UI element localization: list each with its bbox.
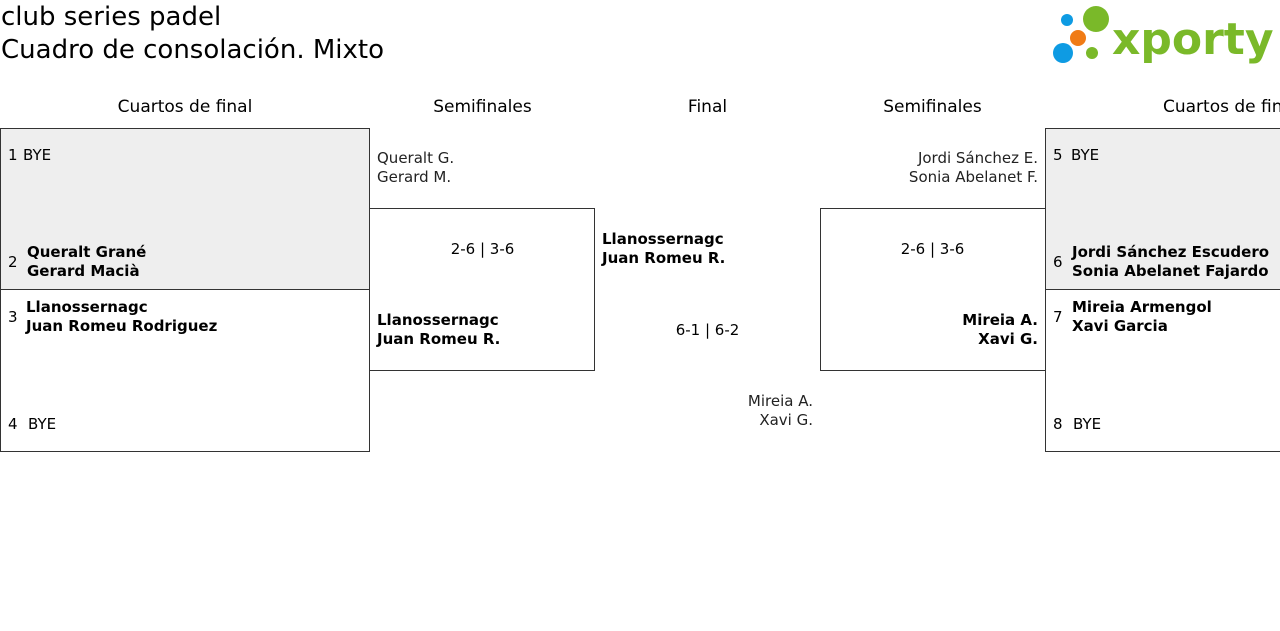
team-player-1: Jordi Sánchez Escudero [1072, 243, 1270, 261]
team-player-2: Juan Romeu R. [377, 330, 501, 348]
team-player-2: Xavi G. [759, 411, 813, 429]
team-name: BYE [1073, 415, 1102, 433]
qf-left-match-1[interactable] [0, 128, 370, 290]
sf-left-score: 2-6 | 3-6 [450, 240, 515, 258]
team-player-2: Juan Romeu R. [602, 249, 726, 267]
seed-number: 6 [1053, 253, 1063, 271]
seed-number: 1 [8, 146, 18, 164]
logo-wordmark: xporty [1112, 14, 1274, 65]
team-player-2: Xavi G. [978, 330, 1038, 348]
club-title: club series padel [1, 2, 222, 32]
team-player-1: Llanossernagc [26, 298, 148, 316]
logo-dot-orange [1070, 30, 1086, 46]
team-player-2: Juan Romeu Rodriguez [26, 317, 218, 335]
team-player-2: Gerard M. [377, 168, 452, 186]
sf-left-top-team: Queralt G. Gerard M. [377, 149, 454, 187]
logo-dot-green-small [1086, 47, 1098, 59]
team-player-1: Mireia A. [747, 392, 813, 410]
seed-number: 8 [1053, 415, 1063, 433]
team-player-1: Llanossernagc [377, 311, 499, 329]
column-header-final: Final [687, 97, 728, 117]
final-top-team: Llanossernagc Juan Romeu R. [602, 230, 725, 268]
team-player-1: Queralt G. [377, 149, 455, 167]
logo-dot-blue-small [1061, 14, 1073, 26]
seed-number: 7 [1053, 308, 1063, 326]
sf-left-bottom-team: Llanossernagc Juan Romeu R. [377, 311, 500, 349]
team-player-1: Queralt Grané [27, 243, 147, 261]
logo-dot-blue [1053, 43, 1073, 63]
column-header-sf-left: Semifinales [433, 97, 532, 117]
seed-number: 4 [8, 415, 18, 433]
xporty-logo: xporty [1053, 6, 1274, 65]
team-player-1: Mireia Armengol [1072, 298, 1212, 316]
team-name: BYE [1071, 146, 1100, 164]
qf-right-match-2[interactable] [1045, 289, 1280, 452]
final-bottom-team: Mireia A. Xavi G. [600, 392, 813, 430]
logo-dot-green-large [1083, 6, 1109, 32]
team-player-2: Sonia Abelanet Fajardo [1072, 262, 1269, 280]
team-name: BYE [23, 146, 52, 164]
team-player-2: Sonia Abelanet F. [908, 168, 1038, 186]
sf-left-match[interactable] [369, 208, 595, 371]
team-player-2: Xavi Garcia [1072, 317, 1168, 335]
final-score: 6-1 | 6-2 [675, 321, 740, 339]
team-name: BYE [28, 415, 57, 433]
column-header-qf-right: Cuartos de final [1163, 97, 1280, 117]
team-player-2: Gerard Macià [27, 262, 140, 280]
team-player-1: Mireia A. [962, 311, 1038, 329]
seed-number: 3 [8, 308, 18, 326]
draw-title: Cuadro de consolación. Mixto [1, 35, 384, 65]
seed-number: 2 [8, 253, 18, 271]
column-header-sf-right: Semifinales [883, 97, 982, 117]
qf-right-match-1[interactable] [1045, 128, 1280, 290]
sf-right-top-team: Jordi Sánchez E. Sonia Abelanet F. [826, 149, 1038, 187]
seed-number: 5 [1053, 146, 1063, 164]
team-player-1: Jordi Sánchez E. [917, 149, 1038, 167]
column-header-qf-left: Cuartos de final [117, 97, 253, 117]
sf-right-score: 2-6 | 3-6 [900, 240, 965, 258]
sf-right-bottom-team: Mireia A. Xavi G. [826, 311, 1038, 349]
team-player-1: Llanossernagc [602, 230, 724, 248]
